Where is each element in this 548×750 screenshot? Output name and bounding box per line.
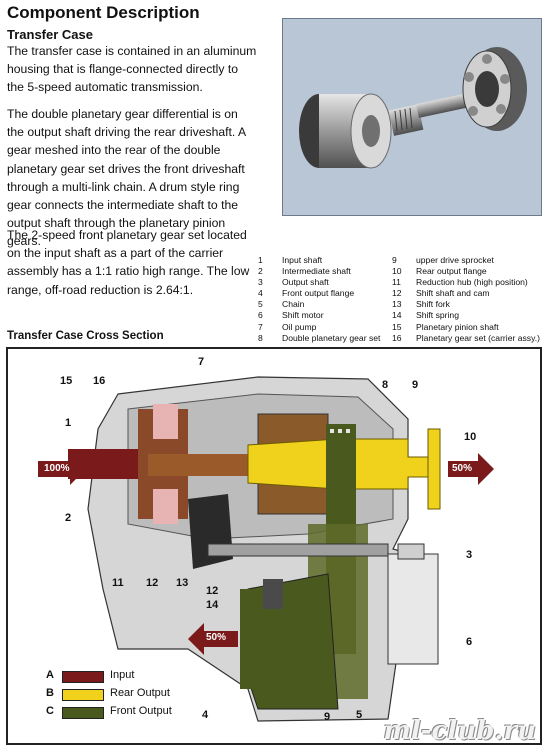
section-subheading: Transfer Case (7, 27, 93, 42)
key-label-front: Front Output (110, 705, 172, 717)
legend-item: 12 Shift shaft and cam (392, 288, 540, 299)
legend-item: 16 Planetary gear set (carrier assy.) (392, 333, 540, 344)
cross-section-diagram: 100% 50% 50% 1 2 3 4 5 6 7 8 9 9 10 11 1… (6, 347, 542, 745)
front-output-percent: 50% (206, 632, 227, 643)
paragraph-3: The 2-speed front planetary gear set loc… (7, 228, 250, 297)
callout-9-top: 9 (412, 379, 419, 391)
callout-2: 2 (65, 512, 72, 524)
legend-number: 14 (392, 310, 402, 321)
key-swatch-input (62, 671, 104, 683)
legend-number: 15 (392, 321, 402, 332)
callout-6: 6 (466, 636, 473, 648)
legend-item: 13 Shift fork (392, 299, 540, 310)
key-swatch-front (62, 707, 104, 719)
callout-13: 13 (176, 577, 189, 589)
legend-label: Chain (282, 299, 305, 310)
legend-item: 2 Intermediate shaft (258, 266, 380, 277)
legend-number: 16 (392, 332, 402, 343)
legend-label: Reduction hub (high position) (416, 277, 528, 288)
callout-12-left: 12 (146, 577, 159, 589)
legend-number: 1 (258, 255, 263, 265)
legend-label: Oil pump (282, 321, 317, 332)
legend-item: 10 Rear output flange (392, 266, 540, 277)
callout-11: 11 (112, 577, 124, 589)
rear-output-percent: 50% (452, 463, 473, 474)
legend-label: upper drive sprocket (416, 255, 494, 265)
callout-16: 16 (93, 375, 106, 387)
callout-3: 3 (466, 549, 473, 561)
legend-label: Input shaft (282, 255, 323, 265)
page-title: Component Description (7, 3, 200, 22)
legend-item: 6 Shift motor (258, 310, 380, 321)
legend-column-right: 9 upper drive sprocket 10 Rear output flan… (392, 255, 540, 344)
callout-14: 14 (206, 599, 219, 611)
legend-label: Output shaft (282, 277, 329, 288)
legend-item: 14 Shift spring (392, 310, 540, 321)
legend-number: 12 (392, 288, 402, 299)
legend-number: 4 (258, 288, 263, 299)
legend-label: Rear output flange (416, 266, 487, 277)
legend-number: 8 (258, 332, 263, 343)
legend-number: 7 (258, 321, 263, 332)
legend-label: Planetary gear set (carrier assy.) (416, 332, 541, 343)
callout-9-bottom: 9 (324, 711, 331, 723)
legend-item: 11 Reduction hub (high position) (392, 277, 540, 288)
legend-label: Double planetary gear set (282, 332, 381, 343)
legend-number: 9 (392, 255, 397, 265)
legend-number: 5 (258, 299, 263, 310)
legend-column-left: 1 Input shaft 2 Intermediate shaft 3 Output… (258, 255, 380, 344)
legend-label: Intermediate shaft (282, 266, 351, 277)
legend-label: Planetary pinion shaft (416, 321, 499, 332)
legend-item: 4 Front output flange (258, 288, 380, 299)
cross-section-title: Transfer Case Cross Section (7, 330, 164, 342)
legend-label: Shift spring (416, 310, 459, 321)
legend-item: 7 Oil pump (258, 322, 380, 333)
watermark-logo: ml-club.ru (383, 716, 536, 746)
legend-number: 6 (258, 310, 263, 321)
legend-item: 5 Chain (258, 299, 380, 310)
legend-item: 3 Output shaft (258, 277, 380, 288)
key-letter-a: A (46, 669, 54, 681)
callout-8: 8 (382, 379, 389, 391)
key-swatch-rear (62, 689, 104, 701)
callout-12-right: 12 (206, 585, 219, 597)
legend-item: 9 upper drive sprocket (392, 255, 540, 266)
key-letter-c: C (46, 705, 54, 717)
legend-number: 2 (258, 266, 263, 277)
legend-number: 10 (392, 266, 402, 277)
key-letter-b: B (46, 687, 54, 699)
callout-7: 7 (198, 356, 205, 368)
legend-item: 1 Input shaft (258, 255, 380, 266)
callout-1: 1 (65, 417, 72, 429)
callout-10: 10 (464, 431, 477, 443)
key-label-input: Input (110, 669, 135, 681)
legend-label: Shift fork (416, 299, 450, 310)
legend-number: 11 (392, 277, 401, 288)
legend-label: Shift shaft and cam (416, 288, 490, 299)
paragraph-1: The transfer case is contained in an alu… (7, 44, 257, 95)
component-photo-illustration (299, 47, 527, 169)
key-label-rear: Rear Output (110, 687, 170, 699)
legend-number: 3 (258, 277, 263, 288)
legend-number: 13 (392, 299, 402, 310)
paragraph-2: The double planetary gear differential i… (7, 107, 246, 249)
legend-item: 15 Planetary pinion shaft (392, 322, 540, 333)
input-percent: 100% (44, 463, 70, 474)
callout-5: 5 (356, 709, 363, 721)
callout-15: 15 (60, 375, 73, 387)
legend-label: Shift motor (282, 310, 324, 321)
component-photo (282, 18, 542, 216)
cross-section-drawing (38, 376, 494, 722)
legend-item: 8 Double planetary gear set (258, 333, 380, 344)
legend-label: Front output flange (282, 288, 355, 299)
callout-4: 4 (202, 709, 209, 721)
